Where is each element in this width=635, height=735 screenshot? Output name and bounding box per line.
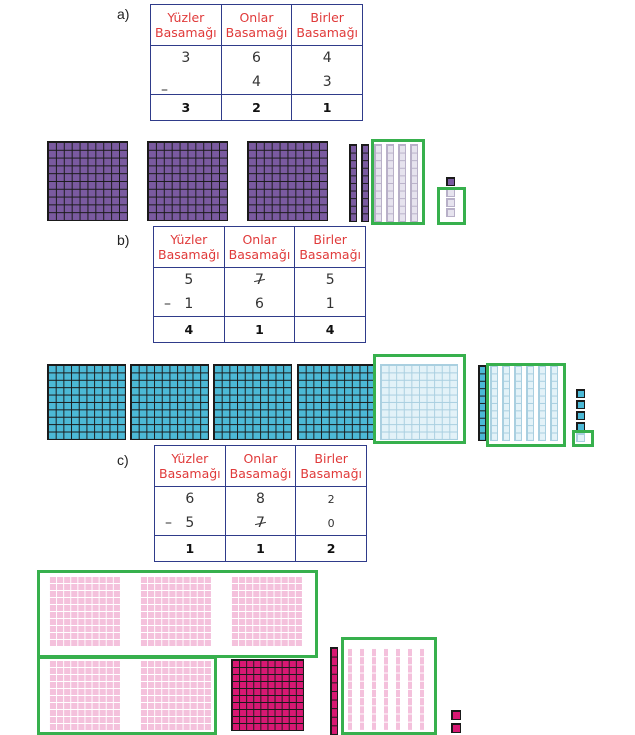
problem-b-label: b) [117,232,129,248]
unit-cube-icon [576,389,585,398]
top-hundreds: 6 [155,487,226,512]
result-ones: 1 [292,95,363,121]
top-ones: 4 [292,46,363,71]
minus-sign: – [161,82,168,98]
header-tens: Onlar Basamağı [224,227,295,268]
hundred-square-icon [47,364,126,440]
bottom-tens: 4 [221,70,292,95]
place-value-table-c: Yüzler Basamağı Onlar Basamağı Birler Ba… [154,445,367,562]
bottom-ones: 3 [292,70,363,95]
result-hundreds: 1 [155,536,226,562]
header-tens: Onlar Basamağı [221,5,292,46]
result-tens: 1 [224,317,295,343]
highlight-box [437,187,466,225]
top-hundreds: 3 [151,46,222,71]
bottom-tens-crossed: 7 [256,515,265,531]
header-hundreds: Yüzler Basamağı [155,446,226,487]
unit-cube-icon [451,723,461,733]
result-hundreds: 4 [154,317,225,343]
header-tens: Onlar Basamağı [225,446,296,487]
unit-cube-icon [446,177,455,186]
hundred-square-icon [213,364,292,440]
header-hundreds: Yüzler Basamağı [154,227,225,268]
hundred-square-icon [231,659,304,731]
top-tens: 8 [225,487,296,512]
highlight-box [341,637,437,735]
result-tens: 1 [225,536,296,562]
result-ones: 4 [295,317,366,343]
top-ones: 2 [296,487,367,512]
header-ones: Birler Basamağı [292,5,363,46]
problem-c-label: c) [117,452,129,468]
unit-cube-icon [451,710,461,720]
highlight-box [373,354,466,444]
bottom-tens: 6 [224,292,295,317]
top-hundreds: 5 [154,268,225,293]
highlight-box [486,363,566,447]
hundred-square-icon [147,141,228,221]
ten-rod-icon [478,365,486,441]
top-ones: 5 [295,268,366,293]
highlight-box [37,656,217,735]
header-hundreds: Yüzler Basamağı [151,5,222,46]
unit-cube-icon [576,411,585,420]
header-ones: Birler Basamağı [295,227,366,268]
minus-sign: – [164,296,171,312]
top-tens: 6 [221,46,292,71]
ten-rod-icon [349,144,357,222]
ten-rod-icon [330,647,338,735]
bottom-hundreds: 5 [185,515,194,531]
highlight-box [572,430,594,447]
hundred-square-icon [130,364,209,440]
minus-sign: – [165,515,172,531]
highlight-box [37,570,318,658]
result-tens: 2 [221,95,292,121]
ten-rod-icon [361,144,369,222]
hundred-square-icon [47,141,128,221]
place-value-table-a: Yüzler Basamağı Onlar Basamağı Birler Ba… [150,4,363,121]
header-ones: Birler Basamağı [296,446,367,487]
problem-a-label: a) [117,6,129,22]
hundred-square-icon [247,141,328,221]
result-hundreds: 3 [151,95,222,121]
result-ones: 2 [296,536,367,562]
highlight-box [371,139,425,225]
place-value-table-b: Yüzler Basamağı Onlar Basamağı Birler Ba… [153,226,366,343]
bottom-hundreds: 1 [184,296,193,312]
bottom-ones: 0 [296,511,367,536]
unit-cube-icon [576,400,585,409]
bottom-ones: 1 [295,292,366,317]
top-tens-crossed: 7 [255,272,264,288]
hundred-square-icon [297,364,376,440]
